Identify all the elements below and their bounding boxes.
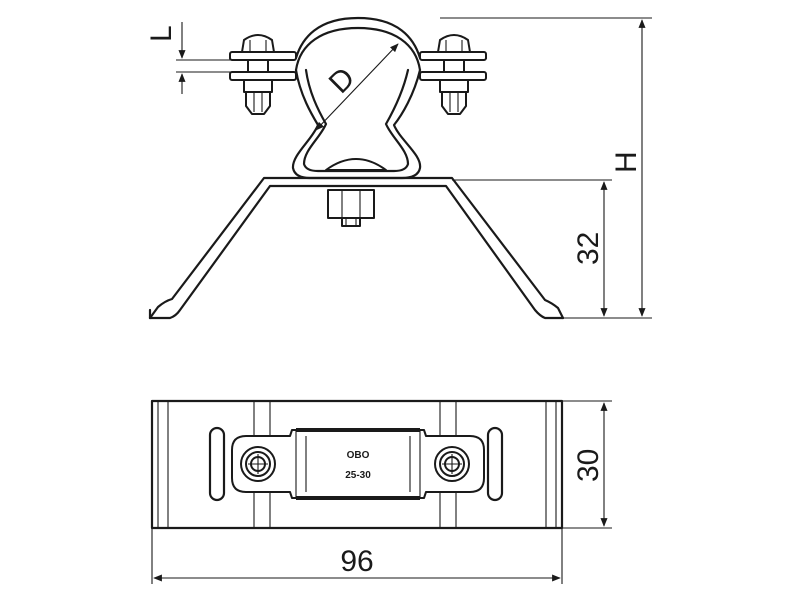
base-plate-outline xyxy=(150,399,564,530)
clamp-brand-marking: OBO xyxy=(347,450,370,461)
dimension-d-line xyxy=(315,43,399,131)
flange-left-bottom xyxy=(229,71,297,81)
clamp-range-marking: 25-30 xyxy=(345,470,371,481)
screw-head-right xyxy=(434,446,470,482)
dimension-32-label: 32 xyxy=(572,232,605,265)
screw-right xyxy=(437,34,471,115)
slot-left xyxy=(208,426,226,502)
dimension-96-label: 96 xyxy=(340,545,373,578)
flange-left-top xyxy=(229,51,297,61)
clamp-top-outline xyxy=(231,429,485,499)
flange-right-bottom xyxy=(419,71,487,81)
clamp-band-outer xyxy=(228,16,488,60)
screw-head-left xyxy=(240,446,276,482)
dimension-l-label: L xyxy=(145,25,178,42)
center-bolt xyxy=(325,158,387,227)
slot-right xyxy=(486,426,504,502)
clamp-band-top-inner xyxy=(294,26,422,72)
front-view: D L H 32 xyxy=(145,16,652,320)
dimension-h-label: H xyxy=(610,151,643,173)
top-view: OBO 25-30 30 96 xyxy=(150,399,612,584)
base-saddle-inner xyxy=(148,184,565,320)
flange-right-top xyxy=(419,51,487,61)
dimension-30-label: 30 xyxy=(572,449,605,482)
dimension-d-label: D xyxy=(323,61,362,100)
screw-left xyxy=(241,34,275,115)
